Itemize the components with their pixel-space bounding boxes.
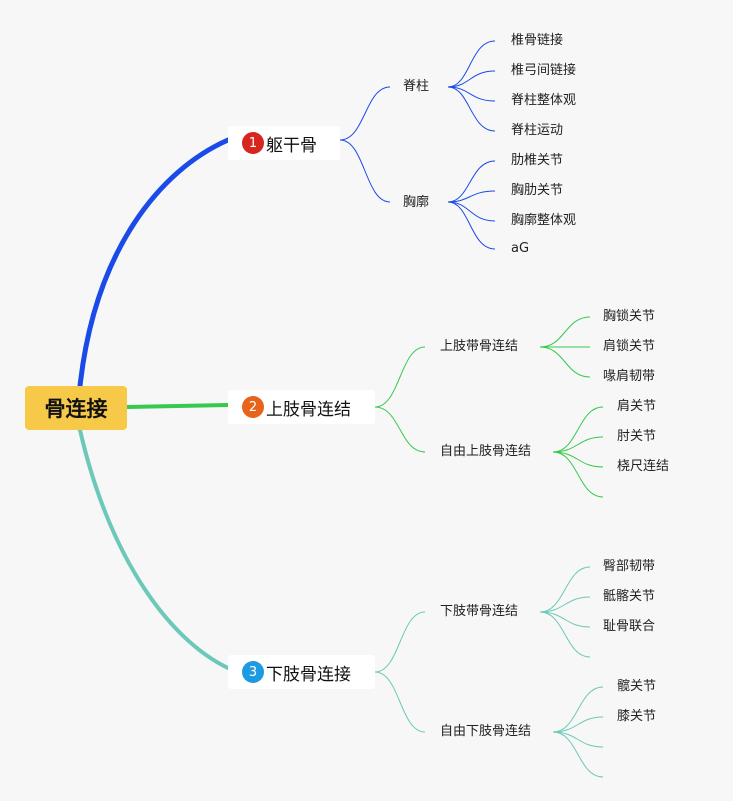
- leaf-node-2-1-3[interactable]: 喙肩韧带: [603, 369, 656, 384]
- connector-b3g1-i3: [539, 611, 591, 628]
- leaf-node-1-1-4[interactable]: 脊柱运动: [511, 123, 564, 138]
- leaf-node-1-2-1[interactable]: 肋椎关节: [511, 153, 564, 168]
- number-badge-2: 2: [242, 396, 264, 418]
- group-node-1-1[interactable]: 脊柱: [403, 79, 430, 94]
- connector-b2g1-i1: [539, 316, 591, 348]
- leaf-node-1-2-3[interactable]: 胸廓整体观: [511, 213, 577, 228]
- connector-b1g2-i1: [447, 160, 496, 203]
- connector-b1g1-i2: [447, 70, 496, 88]
- connector-b3g1-i2: [539, 596, 591, 613]
- leaf-node-2-1-1[interactable]: 胸锁关节: [603, 309, 656, 324]
- leaf-node-1-1-2[interactable]: 椎弓间链接: [511, 63, 577, 78]
- connector-b2g2-i2: [552, 436, 604, 453]
- root-node[interactable]: 骨连接: [25, 386, 127, 430]
- branch-label-2: 上肢骨连结: [266, 399, 351, 420]
- branch-label-3: 下肢骨连接: [266, 664, 351, 685]
- connector-b2-g2: [374, 406, 426, 453]
- leaf-node-2-2-3[interactable]: 桡尺连结: [617, 459, 670, 474]
- connector-b2g2-i1: [552, 406, 604, 453]
- group-node-3-2[interactable]: 自由下肢骨连结: [440, 724, 532, 739]
- leaf-node-1-2-4[interactable]: aG: [511, 241, 530, 256]
- root-label: 骨连接: [44, 397, 108, 421]
- leaf-node-2-2-2[interactable]: 肘关节: [617, 429, 657, 444]
- branch-node-3[interactable]: 3 下肢骨连接: [228, 655, 375, 689]
- connector-b3g2-i4: [552, 731, 604, 778]
- connector-b1-g2: [339, 139, 391, 203]
- connector-b3g2-i2: [552, 716, 604, 733]
- connector-b3g1-i1: [539, 566, 591, 613]
- connector-b3g1-i4: [539, 611, 591, 658]
- connector-b2g1-i3: [539, 346, 591, 378]
- number-badge-3: 3: [242, 661, 264, 683]
- leaf-node-3-1-3[interactable]: 耻骨联合: [603, 619, 656, 634]
- group-node-2-1[interactable]: 上肢带骨连结: [440, 339, 519, 354]
- leaf-node-1-2-2[interactable]: 胸肋关节: [511, 183, 564, 198]
- leaf-node-2-2-1[interactable]: 肩关节: [617, 399, 657, 414]
- group-node-2-2[interactable]: 自由上肢骨连结: [440, 444, 532, 459]
- leaf-node-3-1-2[interactable]: 骶髂关节: [603, 589, 656, 604]
- connector-b1g1-i1: [447, 40, 496, 88]
- connector-root-branch-3: [78, 428, 230, 670]
- number-badge-1: 1: [242, 132, 264, 154]
- connector-root-branch-1: [77, 137, 231, 389]
- connector-b1g2-i2: [447, 190, 496, 203]
- connector-b1g2-i3: [447, 201, 496, 222]
- branch-node-2[interactable]: 2 上肢骨连结: [228, 390, 375, 424]
- connector-b3-g2: [374, 671, 426, 733]
- connector-b3g2-i1: [552, 686, 604, 733]
- leaf-node-3-2-2[interactable]: 膝关节: [617, 709, 657, 724]
- leaf-node-2-1-2[interactable]: 肩锁关节: [603, 339, 656, 354]
- branch-label-1: 躯干骨: [266, 135, 317, 156]
- connector-b2g2-i3: [552, 451, 604, 468]
- leaf-node-3-1-1[interactable]: 臀部韧带: [603, 559, 656, 574]
- connector-b3-g1: [374, 611, 426, 673]
- group-node-3-1[interactable]: 下肢带骨连结: [440, 604, 519, 619]
- branch-node-1[interactable]: 1 躯干骨: [228, 126, 340, 160]
- connector-b1-g1: [339, 86, 391, 141]
- connector-b1g1-i4: [447, 86, 496, 132]
- connector-b1g2-i4: [447, 201, 496, 250]
- connector-b2-g1: [374, 346, 426, 408]
- connector-b3g2-i3: [552, 731, 604, 748]
- group-node-1-2[interactable]: 胸廓: [403, 195, 430, 210]
- connector-root-branch-2: [125, 403, 230, 409]
- leaf-node-3-2-1[interactable]: 髋关节: [617, 679, 657, 694]
- leaf-node-1-1-3[interactable]: 脊柱整体观: [511, 93, 577, 108]
- leaf-node-1-1-1[interactable]: 椎骨链接: [511, 33, 564, 48]
- connector-b2g2-i4: [552, 451, 604, 498]
